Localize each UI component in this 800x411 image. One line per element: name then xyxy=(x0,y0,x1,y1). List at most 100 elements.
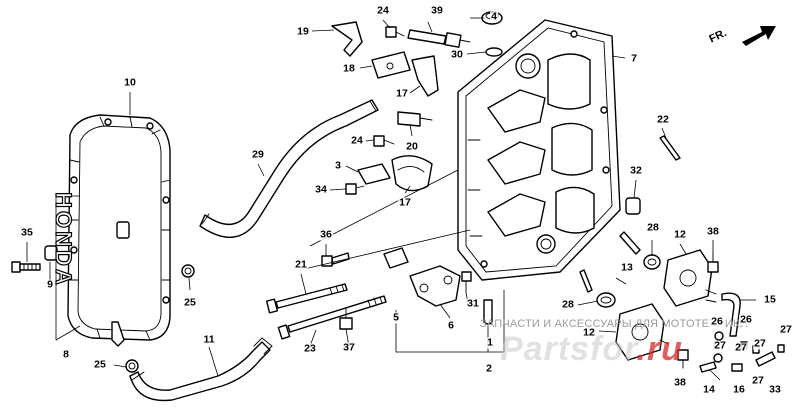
plate-3 xyxy=(357,163,391,185)
callout-11: 24 xyxy=(350,134,364,147)
cover-grommet xyxy=(44,245,58,261)
callout-17: 35 xyxy=(20,226,34,239)
bolt-24-mid xyxy=(373,135,395,147)
callout-35: 11 xyxy=(202,333,216,346)
leader-lines xyxy=(26,17,756,381)
callout-18: 28 xyxy=(646,221,660,234)
callout-26: 15 xyxy=(763,293,777,306)
callout-34: 8 xyxy=(62,348,70,361)
callout-13: 3 xyxy=(334,159,342,172)
callout-45: 38 xyxy=(673,376,687,389)
callout-40: 26 xyxy=(710,315,724,328)
clamp-17-top xyxy=(411,55,439,97)
watermark-logo-main: Partsfor xyxy=(500,330,637,368)
callout-39: 27 xyxy=(713,339,727,352)
callout-44: 2 xyxy=(485,362,493,375)
callout-49: 27 xyxy=(779,323,793,336)
bracket-6 xyxy=(409,265,461,307)
callout-23: 21 xyxy=(294,258,308,271)
watermark-logo-tld: .ru xyxy=(636,330,683,368)
temp-sensor xyxy=(397,111,433,127)
fuel-pump-upper xyxy=(663,249,717,307)
callout-5: 7 xyxy=(630,52,638,65)
callout-48: 27 xyxy=(751,374,765,387)
callout-3: 19 xyxy=(296,25,310,38)
fuel-pump-lower xyxy=(615,303,669,361)
callout-32: 23 xyxy=(303,342,317,355)
callout-24: 25 xyxy=(183,296,197,309)
callout-37: 25 xyxy=(93,358,107,371)
callout-6: 18 xyxy=(342,62,356,75)
pin-13-lower xyxy=(579,269,593,293)
front-arrow-icon xyxy=(742,26,776,46)
callout-20: 38 xyxy=(706,225,720,238)
clip-26-upper xyxy=(714,331,724,341)
callout-19: 12 xyxy=(673,228,687,241)
pin-13 xyxy=(619,231,641,255)
callout-9: 29 xyxy=(251,148,265,161)
callout-25: 13 xyxy=(620,261,634,274)
clip-26-lower xyxy=(713,353,723,363)
callout-0: 24 xyxy=(376,4,390,17)
callout-30: 6 xyxy=(447,319,455,332)
callout-29: 5 xyxy=(392,311,400,324)
bracket-18 xyxy=(371,51,411,79)
callout-7: 17 xyxy=(395,87,409,100)
callout-12: 20 xyxy=(405,140,419,153)
hose-clip xyxy=(181,264,195,278)
watermark-logo: Partsfor.ru xyxy=(500,330,683,369)
cover-honda-lettering: HONDA xyxy=(50,192,76,289)
head-bolt-long-2 xyxy=(277,295,387,340)
callout-47: 26 xyxy=(739,313,753,326)
pipe-33 xyxy=(755,351,776,367)
guide-lines xyxy=(55,169,505,353)
callout-41: 16 xyxy=(732,383,746,396)
hose-clip-16 xyxy=(731,363,743,372)
pin-1 xyxy=(483,299,493,325)
callout-36: 1 xyxy=(486,336,494,349)
callout-28: 31 xyxy=(466,297,480,310)
callout-15: 17 xyxy=(398,196,412,209)
stud-22 xyxy=(659,135,681,161)
head-cover xyxy=(67,114,171,373)
watermark-text: ЗАПЧАСТИ И АКСЕССУАРЫ ДЛЯ МОТОТЕХНИКИ xyxy=(480,318,748,330)
callout-1: 39 xyxy=(430,4,444,17)
callout-42: 27 xyxy=(734,341,748,354)
callout-22: 9 xyxy=(46,278,54,291)
callout-10: 22 xyxy=(656,113,670,126)
cylinder-head xyxy=(457,19,621,281)
callout-8: 10 xyxy=(123,76,137,89)
bolt-38-upper xyxy=(707,251,719,273)
pin-14 xyxy=(699,361,717,373)
callout-21: 36 xyxy=(319,228,333,241)
bolt-34 xyxy=(345,183,365,195)
fuel-tube xyxy=(721,292,741,337)
cover-bolt xyxy=(11,261,41,273)
hose-upper xyxy=(199,99,379,238)
callout-27: 28 xyxy=(561,298,575,311)
callout-4: 30 xyxy=(450,48,464,61)
callout-46: 27 xyxy=(753,337,767,350)
callout-14: 34 xyxy=(314,183,328,196)
bolt-24-top xyxy=(385,26,405,38)
bolt-31 xyxy=(461,271,472,293)
spark-plug xyxy=(407,29,471,48)
head-bolt-long xyxy=(265,283,348,314)
callout-43: 33 xyxy=(768,383,782,396)
washer xyxy=(485,47,503,57)
callout-31: 12 xyxy=(582,326,596,339)
hose-lower xyxy=(129,337,273,402)
dowel-pin xyxy=(383,247,409,269)
bracket-19 xyxy=(331,21,363,57)
plug-32 xyxy=(625,197,641,215)
clip-27-c xyxy=(777,344,785,353)
callout-16: 32 xyxy=(629,164,643,177)
callout-2: 4 xyxy=(490,10,498,23)
callout-38: 14 xyxy=(702,383,716,396)
o-ring-upper xyxy=(643,254,661,270)
o-ring-lower xyxy=(596,292,616,308)
bolt-38-lower xyxy=(677,349,689,369)
clamp-17-mid xyxy=(391,155,433,192)
